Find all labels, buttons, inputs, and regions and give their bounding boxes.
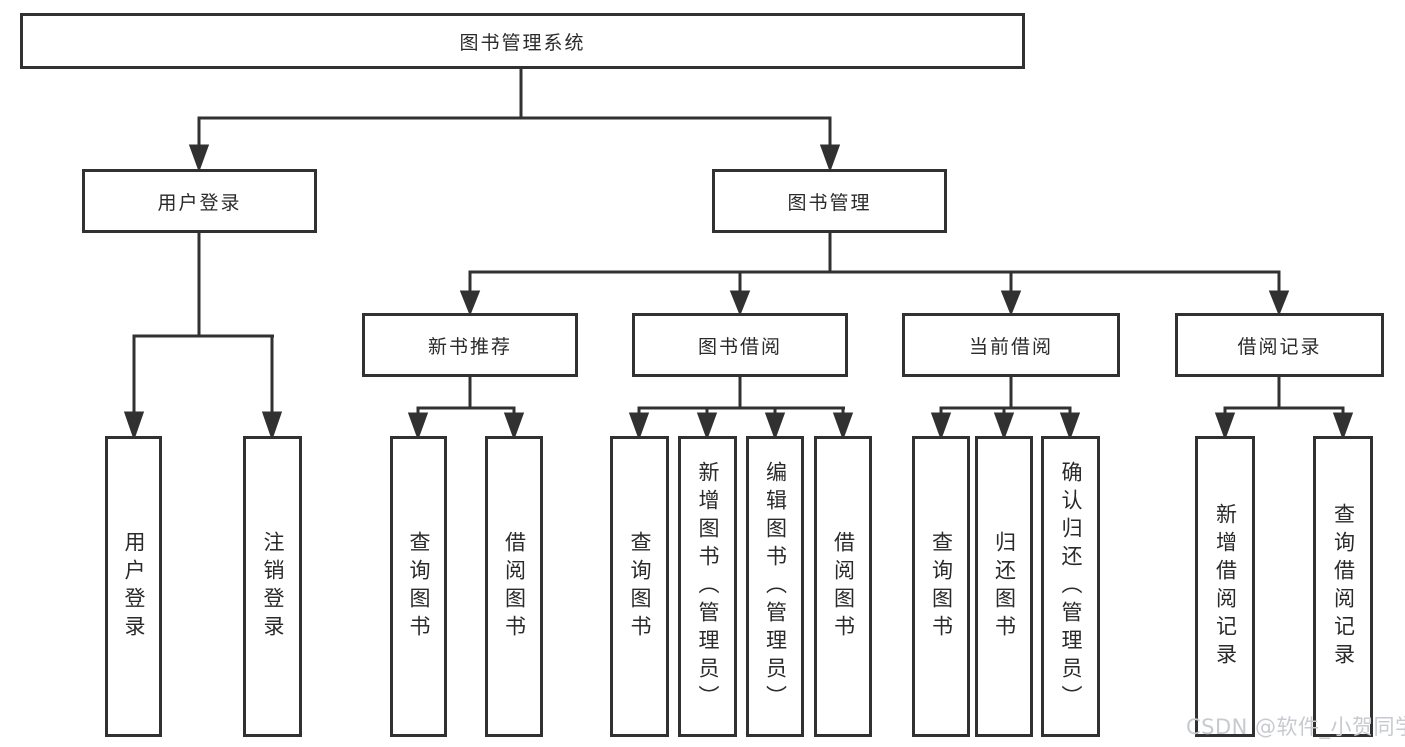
leaf-label: 注销登录: [261, 530, 285, 643]
node-current-borrow: 当前借阅: [902, 313, 1120, 377]
connectors-root: [188, 69, 841, 173]
leaf-label: 用户登录: [122, 530, 146, 643]
leaf-label: 查询图书: [628, 530, 652, 643]
leaf-label: 归还图书: [992, 530, 1017, 643]
leaf-newbook-borrow-book: 借阅图书: [485, 436, 543, 737]
node-book-borrow-label: 图书借阅: [697, 335, 782, 358]
leaf-label: 编辑图书（管理员）: [763, 460, 788, 713]
node-book-management-label: 图书管理: [787, 191, 872, 214]
node-root-label: 图书管理系统: [459, 31, 586, 54]
leaf-current-query-book: 查询图书: [912, 436, 970, 737]
leaf-borrow-add-book-admin: 新增图书（管理员）: [678, 436, 737, 737]
leaf-record-query-borrow-record: 查询借阅记录: [1313, 436, 1373, 737]
leaf-login-logout: 注销登录: [243, 436, 302, 737]
node-user-login-label: 用户登录: [157, 191, 242, 214]
node-new-book-recommend-label: 新书推荐: [427, 335, 512, 358]
node-book-management: 图书管理: [712, 169, 947, 233]
leaf-newbook-query-book: 查询图书: [390, 436, 447, 737]
connectors-new-book: [407, 377, 525, 441]
leaf-label: 查询图书: [407, 530, 431, 643]
leaf-label: 查询图书: [929, 530, 954, 643]
leaf-borrow-query-book: 查询图书: [610, 436, 669, 737]
leaf-borrow-borrow-book: 借阅图书: [814, 436, 872, 737]
node-new-book-recommend: 新书推荐: [362, 313, 578, 377]
connectors-current-borrow: [930, 377, 1081, 441]
connectors-book-management: [459, 233, 1290, 317]
node-borrow-record: 借阅记录: [1175, 313, 1384, 377]
leaf-current-confirm-return-admin: 确认归还（管理员）: [1041, 436, 1100, 737]
node-user-login: 用户登录: [82, 169, 317, 233]
leaf-label: 查询借阅记录: [1331, 502, 1356, 671]
leaf-record-add-borrow-record: 新增借阅记录: [1195, 436, 1255, 737]
connectors-user-login: [123, 233, 283, 441]
node-borrow-record-label: 借阅记录: [1237, 335, 1322, 358]
leaf-current-return-book: 归还图书: [975, 436, 1033, 737]
leaf-login-user-login: 用户登录: [105, 436, 162, 737]
node-book-borrow: 图书借阅: [632, 313, 848, 377]
leaf-label: 借阅图书: [831, 530, 856, 643]
connectors-borrow-record: [1214, 377, 1354, 441]
node-root: 图书管理系统: [20, 13, 1025, 69]
watermark-text: CSDN @软件_小贺同学: [1186, 715, 1405, 739]
node-current-borrow-label: 当前借阅: [968, 335, 1053, 358]
connectors-book-borrow: [628, 377, 854, 441]
leaf-label: 确认归还（管理员）: [1059, 460, 1083, 713]
leaf-label: 新增图书（管理员）: [696, 460, 720, 713]
leaf-label: 新增借阅记录: [1213, 502, 1238, 671]
leaf-borrow-edit-book-admin: 编辑图书（管理员）: [746, 436, 804, 737]
leaf-label: 借阅图书: [502, 530, 527, 643]
